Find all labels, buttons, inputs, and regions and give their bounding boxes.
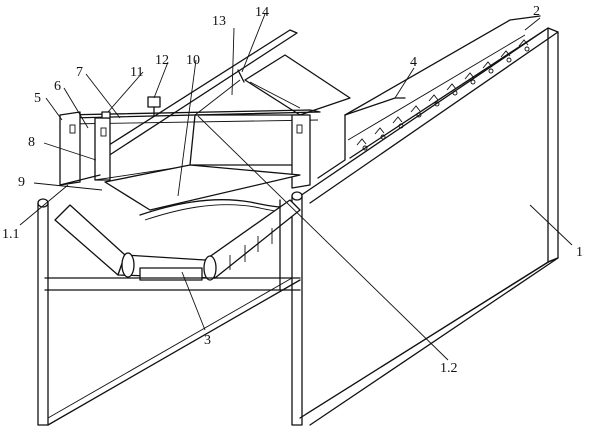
- label-1-2: 1.2: [440, 361, 458, 376]
- label-14: 14: [255, 5, 269, 20]
- leader-lines: [19, 13, 573, 361]
- label-1: 1: [576, 245, 583, 260]
- label-10: 10: [186, 53, 200, 68]
- lower-conveyor: [44, 199, 301, 291]
- label-2: 2: [533, 4, 540, 19]
- label-3: 3: [204, 333, 211, 348]
- skirt-board: [104, 164, 301, 221]
- inclined-conveyor: [317, 15, 546, 179]
- label-1-1: 1.1: [2, 227, 20, 242]
- label-12: 12: [155, 53, 169, 68]
- reference-labels: 2 1 4 14 13 12 11 10 7 6 5 8 9 1.1 1.2 3: [2, 4, 583, 376]
- label-8: 8: [28, 135, 35, 150]
- label-9: 9: [18, 175, 25, 190]
- label-4: 4: [410, 55, 417, 70]
- main-frame: [291, 27, 559, 426]
- label-11: 11: [130, 65, 143, 80]
- label-7: 7: [76, 65, 83, 80]
- left-frame: [59, 96, 321, 189]
- support-legs: [37, 191, 303, 426]
- upper-idlers: [356, 39, 530, 151]
- chute-top: [97, 29, 351, 166]
- label-6: 6: [54, 79, 61, 94]
- label-5: 5: [34, 91, 41, 106]
- label-13: 13: [212, 14, 226, 29]
